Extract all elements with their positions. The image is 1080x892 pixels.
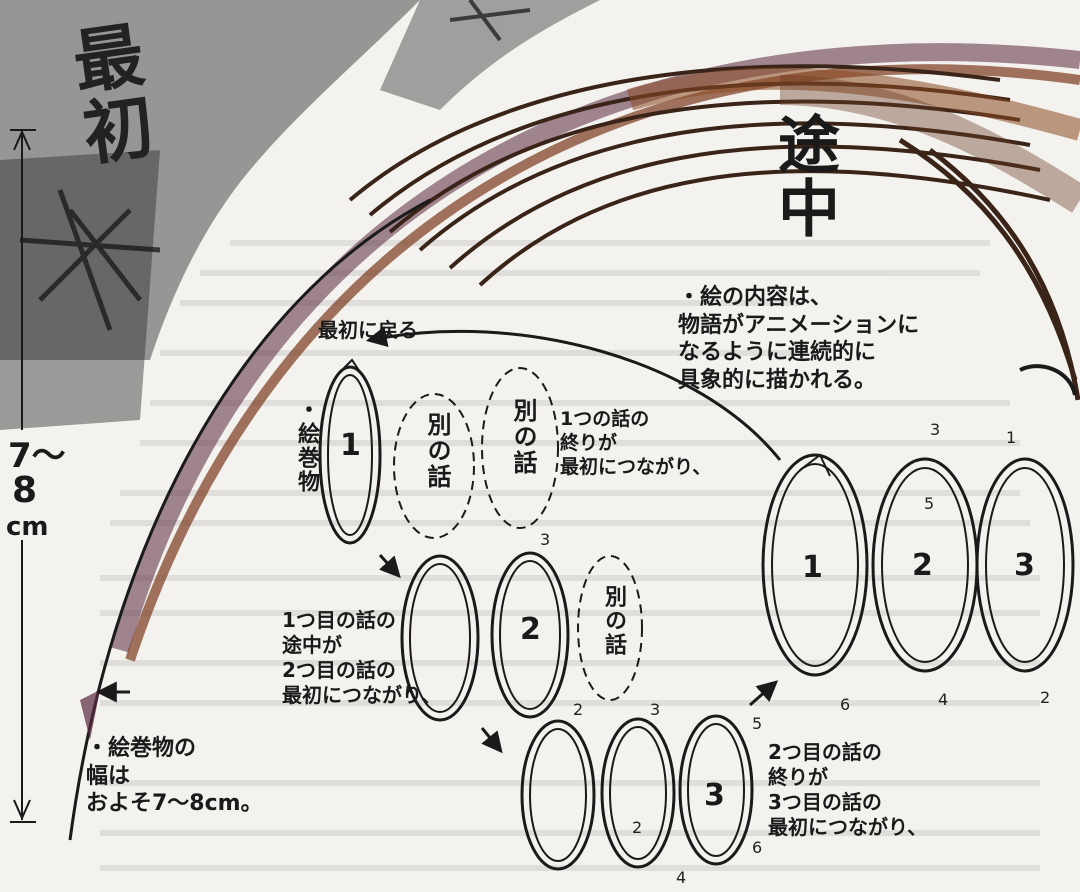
background-printed-text <box>100 240 1040 871</box>
arrow-to-right-loops <box>749 680 779 707</box>
label-other-story-1: 別の話 <box>423 412 451 490</box>
step-number: 4 <box>676 868 687 887</box>
loop-pair <box>400 551 570 722</box>
step-number: 5 <box>924 494 935 513</box>
return-to-start-arrow <box>365 326 782 461</box>
step-number: 1 <box>1006 428 1017 447</box>
label-other-story-2: 別の話 <box>509 398 537 476</box>
note-content: ・絵の内容は、 物語がアニメーションに なるように連続的に 具象的に描かれる。 <box>678 285 920 393</box>
label-return-to-start: 最初に戻る <box>318 318 418 342</box>
step-number: 4 <box>938 690 949 709</box>
loop-single <box>318 358 382 545</box>
loop-number-single: 1 <box>340 428 361 463</box>
dark-scribble-area <box>0 0 600 430</box>
width-value-mid: 8 <box>12 470 38 511</box>
note-scroll-width: ・絵巻物の 幅は およそ7〜8cm。 <box>86 736 263 816</box>
note-story1-connects: 1つ目の話の 途中が 2つ目の話の 最初につながり、 <box>282 608 442 707</box>
step-number: 2 <box>632 818 643 837</box>
step-number: 3 <box>650 700 661 719</box>
step-number: 6 <box>840 695 851 714</box>
step-number: 2 <box>573 700 584 719</box>
label-other-story-3: 別の話 <box>601 585 626 657</box>
curve-end-mark <box>80 690 100 740</box>
label-start: 最初 <box>57 17 159 172</box>
note-story2-connects: 2つ目の話の 終りが 3つ目の話の 最初につながり、 <box>768 740 928 839</box>
other-story-loop-1 <box>393 393 475 539</box>
width-value-top: 7〜 <box>8 436 66 476</box>
step-number: 3 <box>930 420 941 439</box>
loop-number-pair: 2 <box>520 612 541 647</box>
arrow-to-triple <box>480 727 503 754</box>
loop-triple <box>520 714 754 871</box>
step-number: 3 <box>540 530 551 549</box>
loop-number-right-3: 3 <box>1014 548 1035 583</box>
step-number: 6 <box>752 838 763 857</box>
loop-triple-right <box>761 453 1075 677</box>
label-middle: 途中 <box>767 112 840 240</box>
loop-number-triple: 3 <box>704 778 725 813</box>
width-measure-arrow <box>10 129 36 823</box>
note-ending-connects: 1つの話の 終りが 最初につながり、 <box>560 408 712 478</box>
other-story-loop-2 <box>481 367 559 529</box>
loop-number-right-2: 2 <box>912 548 933 583</box>
label-emakimono: ・絵巻物 <box>294 398 319 494</box>
width-unit: cm <box>6 512 49 542</box>
step-number: 5 <box>752 714 763 733</box>
step-number: 2 <box>1040 688 1051 707</box>
story-arc-bands <box>111 43 1080 662</box>
other-story-loop-3 <box>577 555 643 701</box>
arrow-to-pair <box>378 553 401 579</box>
loop-number-right-1: 1 <box>802 550 823 585</box>
